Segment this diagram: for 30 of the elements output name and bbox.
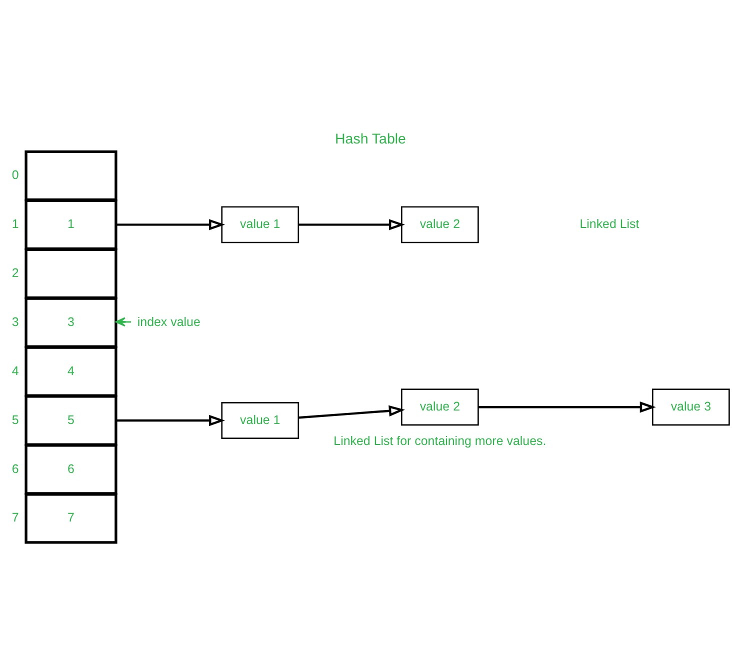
node-box: 4	[24, 346, 118, 397]
node-label: 1	[12, 216, 19, 231]
node-box: value 1	[221, 402, 300, 439]
node-label: 4	[12, 364, 19, 378]
node-box: 7	[24, 493, 118, 544]
node-label: 0	[12, 168, 19, 182]
node-box: value 2	[400, 206, 479, 244]
node-box	[24, 248, 118, 299]
node-box: value 1	[221, 206, 300, 244]
arrow	[478, 402, 656, 413]
node-box: value 3	[652, 388, 730, 426]
label: Linked List for containing more values.	[334, 434, 546, 448]
arrow	[116, 414, 226, 426]
node-label: 6	[12, 462, 19, 476]
node-box: value 2	[400, 388, 479, 426]
node-box: 1	[24, 199, 118, 250]
node-label: 2	[12, 266, 19, 280]
node-text: index value	[137, 314, 200, 329]
arrow	[116, 219, 226, 230]
node-box	[24, 150, 118, 202]
node-label: 7	[12, 510, 19, 525]
arrow	[298, 219, 406, 230]
arrow	[298, 405, 405, 419]
label: Linked List	[580, 216, 640, 231]
node-label: 5	[12, 412, 19, 427]
node-box: 3	[24, 297, 118, 348]
diagram-title: Hash Table	[335, 132, 406, 148]
node-box: 6	[24, 444, 118, 495]
node-label: 3	[12, 314, 19, 329]
node-box: 5	[24, 395, 118, 446]
